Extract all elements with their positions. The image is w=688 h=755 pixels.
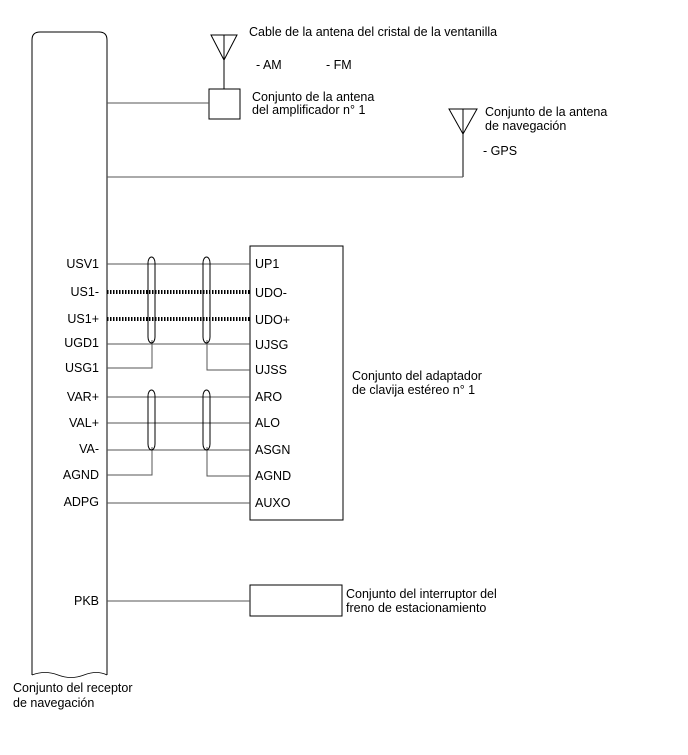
adapter-pin-alo: ALO [255,416,280,430]
wire-agnd-adapter-shield [206,447,250,477]
adapter-label-line1: Conjunto del adaptador [352,369,482,383]
receiver-label-line1: Conjunto del receptor [13,681,133,695]
glass-antenna-label: Cable de la antena del cristal de la ven… [249,25,497,39]
nav-antenna-icon [448,108,478,177]
nav-antenna-label-line2: de navegación [485,119,566,133]
adapter-label-line2: de clavija estéreo n° 1 [352,383,475,397]
adapter-pin-ujsg: UJSG [255,338,288,352]
brake-switch-box [249,584,343,617]
receiver-pin-pkb: PKB [74,594,99,608]
wire-usg1-shield [107,340,153,369]
receiver-pin-va-minus: VA- [79,442,99,456]
glass-antenna-band-am: - AM [256,58,282,72]
adapter-pin-udo-minus: UDO- [255,286,287,300]
receiver-bottom-break [31,672,108,678]
receiver-pin-adpg: ADPG [64,495,99,509]
usb-shield-right [202,256,211,344]
glass-antenna-band-fm: - FM [326,58,352,72]
adapter-pin-asgn: ASGN [255,443,290,457]
wire-ujss-shield [206,340,250,371]
receiver-pin-agnd: AGND [63,468,99,482]
receiver-pin-us1-plus: US1+ [67,312,99,326]
adapter-pin-aro: ARO [255,390,282,404]
glass-antenna-icon [210,34,238,89]
brake-switch-label-line2: freno de estacionamiento [346,601,486,615]
receiver-pin-val-plus: VAL+ [69,416,99,430]
adapter-pin-up1: UP1 [255,257,279,271]
adapter-pin-agnd: AGND [255,469,291,483]
receiver-pin-var-plus: VAR+ [67,390,99,404]
amplifier-label-line2: del amplificador n° 1 [252,103,365,117]
adapter-pin-auxo: AUXO [255,496,291,510]
wire-agnd-shield [107,447,153,476]
nav-antenna-label-line1: Conjunto de la antena [485,105,607,119]
receiver-pin-ugd1: UGD1 [64,336,99,350]
amplifier-label-line1: Conjunto de la antena [252,90,374,104]
nav-antenna-band: - GPS [483,144,517,158]
adapter-pin-ujss: UJSS [255,363,287,377]
receiver-label-line2: de navegación [13,696,94,710]
amplifier-box [208,88,241,120]
receiver-body [31,31,108,675]
usb-shield-left [147,256,156,344]
receiver-pin-usv1: USV1 [66,257,99,271]
audio-shield-right [202,389,211,451]
audio-shield-left [147,389,156,451]
adapter-pin-udo-plus: UDO+ [255,313,290,327]
receiver-pin-usg1: USG1 [65,361,99,375]
adapter-box [249,245,344,521]
receiver-pin-us1-minus: US1- [71,285,99,299]
brake-switch-label-line1: Conjunto del interruptor del [346,587,497,601]
